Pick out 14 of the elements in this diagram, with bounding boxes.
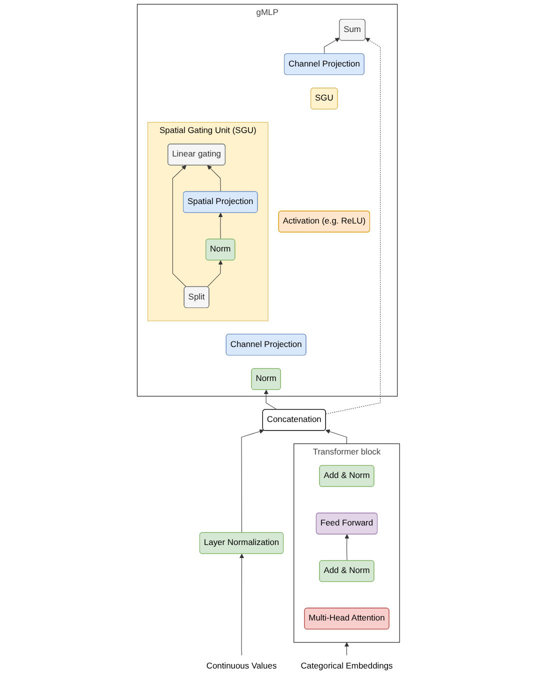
- arrow: [344, 534, 350, 562]
- arrow: [326, 38, 381, 414]
- arrow: [218, 212, 223, 240]
- arrow: [240, 554, 244, 656]
- arrow: [172, 165, 187, 288]
- arrow: [264, 390, 278, 410]
- arrow: [324, 38, 340, 54]
- arrow: [344, 642, 350, 656]
- node-text: Continuous Values: [206, 661, 277, 670]
- arrow: [326, 429, 348, 444]
- arrow: [207, 260, 223, 288]
- arrow: [241, 429, 264, 534]
- arrow: [207, 165, 221, 192]
- node-text: Categorical Embeddings: [300, 661, 393, 670]
